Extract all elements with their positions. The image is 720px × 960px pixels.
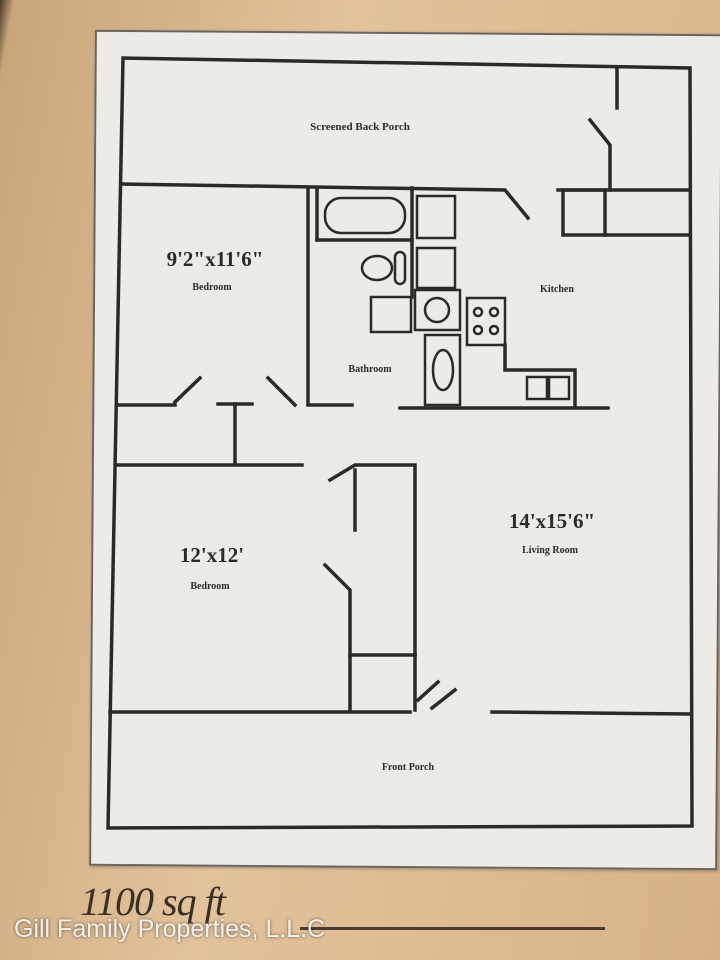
water-heater-icon (423, 333, 462, 407)
bedroom1-door-swing (172, 375, 203, 405)
kitchen-counter (503, 343, 577, 407)
burner-icon (488, 324, 500, 336)
front-wall (490, 710, 692, 716)
toilet-icon (360, 254, 394, 282)
pantry-left (561, 188, 607, 237)
sink-icon (547, 375, 571, 401)
front-door-swing (429, 687, 458, 711)
back-porch-wall (121, 182, 531, 221)
bedroom2-door (322, 562, 352, 712)
watermark: Gill Family Properties, L.L.C (14, 915, 326, 943)
bathtub-icon (323, 196, 407, 235)
bedroom1-dimensions: 9'2"x11'6" (167, 247, 264, 271)
outer-wall (106, 56, 694, 830)
burner-icon (472, 306, 484, 318)
cabinet-icon (415, 194, 457, 240)
cabinet-icon (415, 246, 457, 290)
bedroom1-label: Bedroom (192, 282, 232, 293)
back-door-swing (587, 117, 612, 192)
living-room-dimensions: 14'x15'6" (509, 509, 595, 533)
bathroom-label: Bathroom (348, 364, 392, 375)
burner-icon (472, 324, 484, 336)
bedroom2-label: Bedroom (190, 581, 230, 592)
stove-icon (465, 296, 507, 347)
square-footage: 1100 sq ft (80, 879, 226, 924)
back-porch-label: Screened Back Porch (310, 121, 410, 133)
signature-line (300, 927, 605, 930)
bedroom2-dimensions: 12'x12' (180, 543, 244, 567)
toilet-tank-icon (393, 250, 407, 286)
living-room-label: Living Room (522, 545, 579, 556)
sink-icon (525, 375, 549, 401)
front-porch-label: Front Porch (382, 762, 435, 773)
closet-wall (327, 463, 417, 657)
vanity-icon (369, 295, 413, 334)
washer-icon (413, 288, 462, 332)
kitchen-label: Kitchen (540, 284, 574, 295)
burner-icon (488, 306, 500, 318)
washer-drum-icon (423, 296, 451, 324)
bedroom1-right-wall (306, 186, 354, 407)
water-heater-oval-icon (431, 348, 455, 392)
bath-door-swing (265, 375, 298, 408)
front-door-swing (415, 679, 441, 703)
